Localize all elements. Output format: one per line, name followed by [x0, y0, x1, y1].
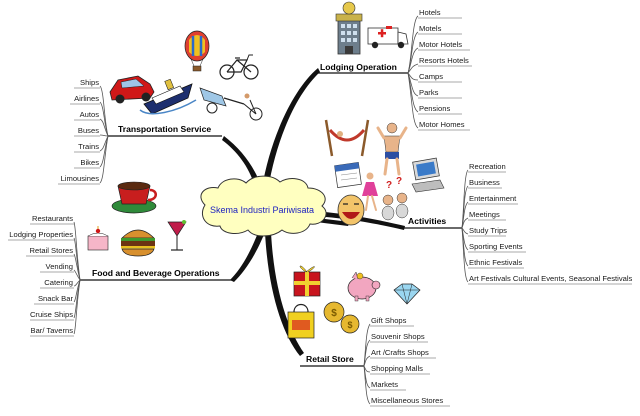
retail-group: Retail Store Gift Shops Souvenir Shops A… — [287, 265, 450, 407]
center-cloud-shape — [200, 175, 327, 237]
svg-text:?: ? — [396, 176, 402, 187]
retail-item: Shopping Malls — [371, 364, 423, 373]
svg-text:$: $ — [331, 308, 337, 319]
center-node: Skema Industri Pariwisata — [200, 175, 327, 237]
svg-text:$: $ — [347, 320, 352, 330]
transportation-item: Trains — [78, 142, 99, 151]
retail-item: Markets — [371, 380, 398, 389]
lodging-item: Hotels — [419, 8, 441, 17]
calendar-icon — [334, 162, 362, 188]
lodging-connectors — [407, 15, 419, 129]
branch-retail — [265, 232, 304, 356]
laughing-face-icon — [337, 194, 365, 226]
retail-item-lines — [370, 325, 450, 407]
food-item-lines — [8, 223, 74, 337]
center-label: Skema Industri Pariwisata — [210, 205, 314, 215]
lodging-item: Camps — [419, 72, 443, 81]
hot-air-balloon-icon — [184, 30, 210, 72]
cocktail-glass-icon — [167, 220, 187, 251]
lodging-item: Motor Hotels — [419, 40, 462, 49]
transportation-group: Transportation Service Ships Airlines Au… — [58, 30, 263, 185]
teacup-icon — [111, 181, 157, 214]
activities-group: Activities Recreation Business Entertain… — [324, 119, 633, 285]
food-item: Vending — [46, 262, 73, 271]
food-item: Bar/ Taverns — [31, 326, 74, 335]
branch-food — [230, 222, 268, 282]
food-item: Lodging Properties — [9, 230, 73, 239]
question-people-icon: ? ? — [381, 176, 409, 221]
food-connectors — [73, 221, 81, 335]
lodging-item: Parks — [419, 88, 439, 97]
food-item: Snack Bar — [38, 294, 74, 303]
activities-item: Entertainment — [469, 194, 517, 203]
activities-item: Business — [469, 178, 500, 187]
activities-item-lines — [468, 171, 632, 285]
food-item: Catering — [44, 278, 73, 287]
transportation-item: Buses — [78, 126, 99, 135]
piggy-bank-icon — [347, 271, 381, 302]
lodging-group: Lodging Operation Hotels Motels Motor Ho… — [318, 1, 472, 131]
dancer-icon — [362, 172, 378, 211]
food-item: Cruise Ships — [30, 310, 73, 319]
retail-item: Souvenir Shops — [371, 332, 425, 341]
retail-item: Art /Crafts Shops — [371, 348, 429, 357]
red-car-icon — [109, 75, 155, 104]
coins-icon: $ $ — [323, 301, 360, 334]
lodging-label: Lodging Operation — [320, 62, 397, 72]
lodging-item: Pensions — [419, 104, 450, 113]
cruise-ship-icon — [139, 78, 197, 115]
branch-transportation — [222, 136, 262, 190]
retail-label: Retail Store — [306, 354, 354, 364]
activities-item: Meetings — [469, 210, 500, 219]
transportation-label: Transportation Service — [118, 124, 211, 134]
activities-item: Ethnic Festivals — [469, 258, 522, 267]
food-group: Food and Beverage Operations Restaurants… — [8, 181, 232, 337]
hotel-building-icon — [335, 1, 363, 55]
hamburger-icon — [121, 229, 155, 257]
cake-icon — [87, 226, 109, 251]
branch-lodging — [262, 68, 320, 190]
food-item: Restaurants — [32, 214, 73, 223]
shopping-bag-icon — [287, 303, 315, 339]
transportation-item: Limousines — [61, 174, 100, 183]
diamond-icon — [393, 283, 421, 305]
retail-item: Gift Shops — [371, 316, 407, 325]
activities-item: Art Festivals Cultural Events, Seasonal … — [469, 274, 633, 283]
ambulance-icon — [367, 26, 409, 49]
transportation-connectors — [99, 85, 109, 184]
hammock-icon — [324, 119, 370, 157]
transportation-item: Bikes — [80, 158, 99, 167]
transportation-item: Ships — [80, 78, 99, 87]
activities-item: Study Trips — [469, 226, 507, 235]
transportation-item: Airlines — [74, 94, 99, 103]
activities-item: Recreation — [469, 162, 506, 171]
transportation-item-lines — [58, 87, 100, 185]
food-label: Food and Beverage Operations — [92, 268, 220, 278]
lodging-item: Resorts Hotels — [419, 56, 469, 65]
gift-box-icon — [293, 265, 321, 297]
rickshaw-icon — [199, 87, 263, 121]
strongman-icon — [376, 122, 408, 176]
activities-label: Activities — [408, 216, 446, 226]
retail-connectors — [363, 323, 371, 405]
activities-item: Sporting Events — [469, 242, 523, 251]
transportation-item: Autos — [80, 110, 100, 119]
svg-text:?: ? — [386, 180, 392, 191]
food-item: Retail Stores — [30, 246, 74, 255]
computer-icon — [411, 157, 445, 193]
bicycle-icon — [219, 54, 259, 80]
lodging-item: Motels — [419, 24, 442, 33]
activities-connectors — [461, 169, 469, 283]
retail-item: Miscellaneous Stores — [371, 396, 443, 405]
lodging-item: Motor Homes — [419, 120, 465, 129]
lodging-item-lines — [418, 17, 472, 131]
